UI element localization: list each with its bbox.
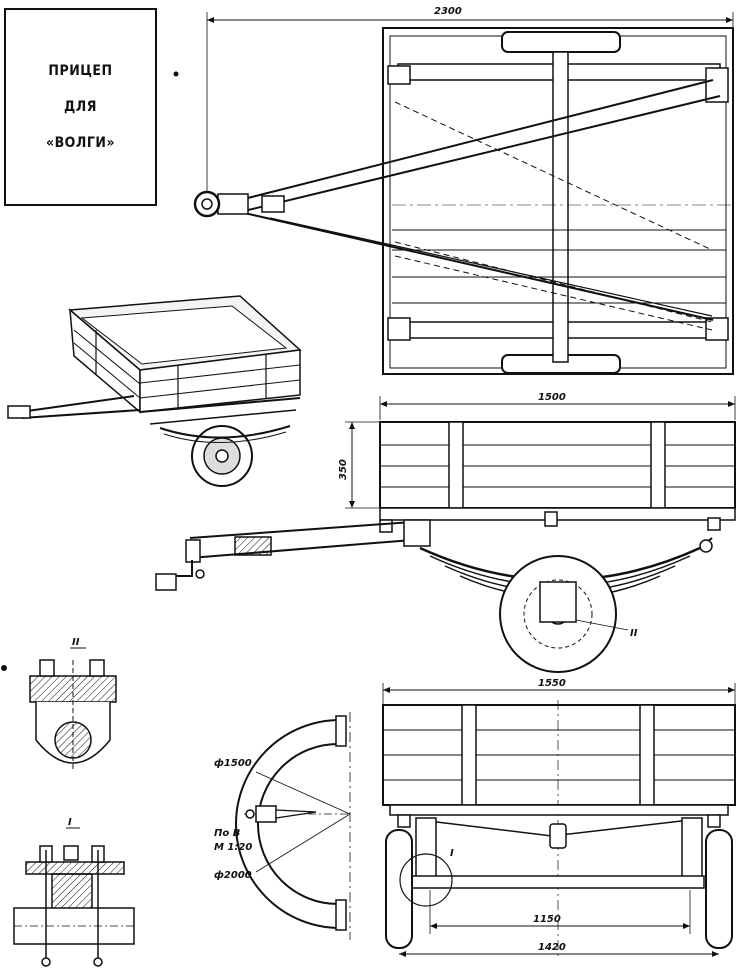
detail-two: [1, 647, 117, 770]
dim-overall-length: 2300: [434, 6, 462, 17]
turning-radius-diagram: [235, 712, 351, 940]
dim-radius-small: ф1500: [214, 757, 252, 769]
dim-radius-large: ф2000: [214, 869, 252, 881]
dim-body-width: 1500: [538, 392, 566, 403]
perspective-sketch: [7, 295, 302, 487]
view-ref-line-2: М 1:20: [214, 842, 252, 853]
title-line-3: «ВОЛГИ»: [45, 135, 116, 151]
detail-one-label: I: [68, 817, 72, 828]
rear-view: [382, 683, 736, 960]
top-view: [173, 12, 734, 375]
title-block: ПРИЦЕП ДЛЯ «ВОЛГИ»: [4, 8, 157, 206]
side-view: [155, 396, 736, 673]
title-line-2: ДЛЯ: [64, 99, 97, 115]
title-line-1: ПРИЦЕП: [48, 63, 113, 79]
dim-track: 1420: [538, 942, 566, 953]
rear-view-detail-one-callout: I: [450, 848, 454, 859]
detail-two-label: II: [72, 637, 80, 648]
dim-body-height: 350: [338, 459, 349, 480]
dim-axle-inner: 1150: [533, 914, 561, 925]
dim-rear-width: 1550: [538, 678, 566, 689]
detail-one: [13, 827, 135, 967]
side-view-detail-two-callout: II: [630, 628, 638, 639]
view-ref-line-1: По В: [214, 828, 240, 839]
